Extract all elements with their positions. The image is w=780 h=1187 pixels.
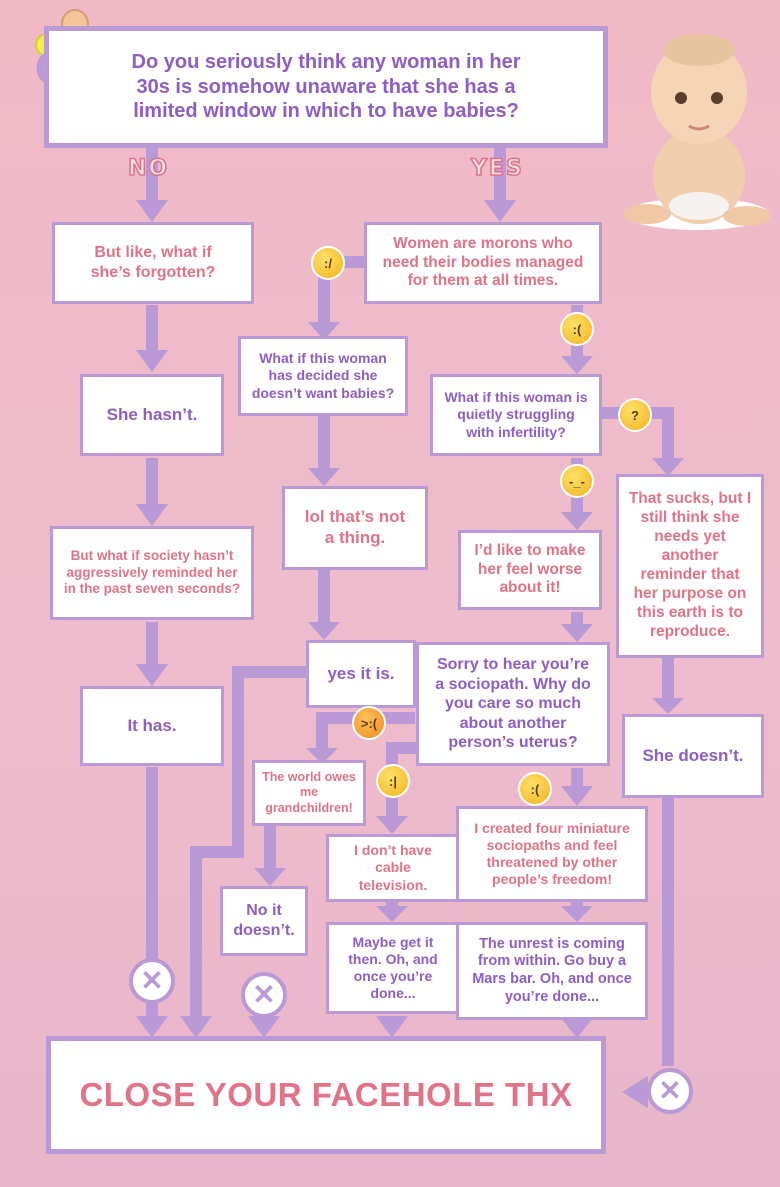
node-infertility: What if this woman is quietly struggling… [430, 374, 602, 456]
node-yes-it-is: yes it is. [306, 640, 416, 708]
thinking-face-icon: ? [618, 398, 652, 432]
pensive-face-icon: :( [518, 772, 552, 806]
node-forgotten: But like, what if she’s forgotten? [52, 222, 254, 304]
x-circle-icon: ✕ [129, 958, 175, 1004]
node-it-has: It has. [80, 686, 224, 766]
node-unrest: The unrest is coming from within. Go buy… [456, 922, 648, 1020]
final-box: CLOSE YOUR FACEHOLE THX [46, 1036, 606, 1154]
node-sociopath: Sorry to hear you’re a sociopath. Why do… [416, 642, 610, 766]
node-no-babies: What if this woman has decided she doesn… [238, 336, 408, 416]
node-feel-worse: I’d like to make her feel worse about it… [458, 530, 602, 610]
no-label: NO [127, 155, 170, 182]
x-circle-icon: ✕ [241, 972, 287, 1018]
node-hasnt: She hasn’t. [80, 374, 224, 456]
node-cable: I don’t have cable television. [326, 834, 460, 902]
unamused-face-icon: -_- [560, 464, 594, 498]
node-no-it-doesnt: No it doesn’t. [220, 886, 308, 956]
node-maybe-get-it: Maybe get it then. Oh, and once you’re d… [326, 922, 460, 1014]
neutral-face-icon: :| [376, 764, 410, 798]
yes-label: YES [470, 155, 524, 182]
x-circle-icon: ✕ [647, 1068, 693, 1114]
node-not-a-thing: lol that’s not a thing. [282, 486, 428, 570]
node-world-owes: The world owes me grandchildren! [252, 760, 366, 826]
baby-photo [615, 28, 775, 233]
disappointed-face-icon: :( [560, 312, 594, 346]
question-text: Do you seriously think any woman in her … [131, 51, 521, 123]
node-morons: Women are morons who need their bodies m… [364, 222, 602, 304]
question-box: Do you seriously think any woman in her … [44, 26, 608, 148]
final-text: CLOSE YOUR FACEHOLE THX [79, 1075, 573, 1113]
angry-face-icon: >:( [352, 706, 386, 740]
node-created-four: I created four miniature sociopaths and … [456, 806, 648, 902]
node-that-sucks: That sucks, but I still think she needs … [616, 474, 764, 658]
node-she-doesnt: She doesn’t. [622, 714, 764, 798]
node-society: But what if society hasn’t aggressively … [50, 526, 254, 620]
confused-face-icon: :/ [311, 246, 345, 280]
